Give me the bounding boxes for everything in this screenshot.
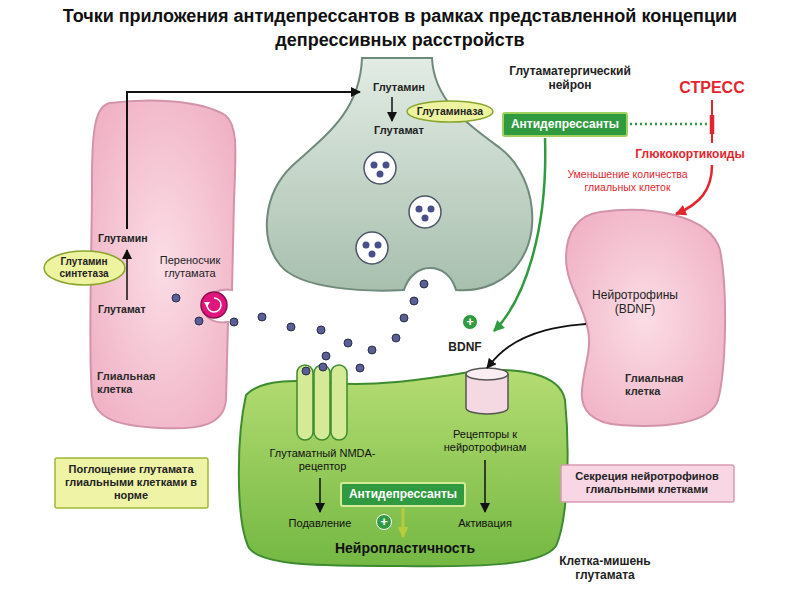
text-frame: Активация xyxy=(445,517,525,530)
text-frame: Глиальная клетка xyxy=(625,372,705,398)
transport-arrow xyxy=(487,324,586,368)
neuron-body: Глутаматергический нейронГлутаминаза xyxy=(262,58,542,292)
text-frame: Глутаматергический нейрон xyxy=(495,64,645,93)
text-frame: Нейротрофины (BDNF) xyxy=(585,288,685,317)
text-frame: Глюкокортикоиды xyxy=(630,147,750,161)
note-box-shape xyxy=(561,465,734,502)
stimulation-arrow xyxy=(402,508,405,537)
text-frame: Нейропластичность xyxy=(320,540,490,557)
effect-label: Уменьшение количества глиальных клеток xyxy=(545,168,710,193)
effect-label: Подавление xyxy=(280,517,360,530)
node-text: Антидепрессанты xyxy=(348,487,458,501)
text-frame: Поглощение глутамата глиальными клетками… xyxy=(61,463,202,503)
node-text: Клетка-мишень глутамата xyxy=(545,554,665,583)
enzyme-ellipse-shape xyxy=(407,101,493,122)
node-text: Глутаматергический нейрон xyxy=(495,64,645,93)
enzyme-ellipse: Глутамин синтетаза xyxy=(43,250,126,286)
text-frame: Глутамат xyxy=(98,303,158,316)
note-box: Секреция нейротрофинов глиальными клетка… xyxy=(560,464,735,503)
molecule-label: Глутамин xyxy=(368,81,430,94)
text-frame: Переносчик глутамата xyxy=(150,254,230,280)
molecule-label: Глутамат xyxy=(368,124,430,137)
synaptic-vesicle xyxy=(364,152,396,184)
drug-box-shape xyxy=(341,483,465,506)
node-text: Глиальная клетка xyxy=(97,370,177,396)
text-frame: Клетка-мишень глутамата xyxy=(545,554,665,583)
node-text: + xyxy=(466,314,475,330)
text-frame: Антидепрессанты xyxy=(348,487,458,501)
plus-badge-shape xyxy=(377,515,392,530)
text-frame: Глутаминаза xyxy=(416,105,484,118)
node-text: Глутаминаза xyxy=(416,105,484,118)
neuron-body-outline xyxy=(262,58,542,292)
synaptic-vesicle xyxy=(356,232,388,264)
text-frame: BDNF xyxy=(440,340,490,354)
text-frame: Рецепторы к нейротрофинам xyxy=(425,428,545,454)
text-frame: + xyxy=(466,314,475,330)
diagram-title: Точки приложения антидепрессантов в рамк… xyxy=(5,4,795,52)
drug-box: Антидепрессанты xyxy=(340,482,466,507)
text-frame: Секреция нейротрофинов глиальными клетка… xyxy=(567,470,728,496)
effect-label: Активация xyxy=(445,517,525,530)
inhibition-line xyxy=(630,123,709,126)
text-frame: Глиальная клетка xyxy=(97,370,177,396)
target-cell-outline xyxy=(234,362,572,570)
molecule-label: Глутамат xyxy=(98,303,158,316)
node-text: Глиальная клетка xyxy=(625,372,705,398)
reaction-arrow xyxy=(391,97,393,121)
text-frame: Глутамин xyxy=(98,232,158,245)
target-cell: Клетка-мишень глутаматаАнтидепрессанты+ xyxy=(234,362,572,570)
drug-box-shape xyxy=(503,113,627,136)
molecule-label: BDNF xyxy=(440,340,490,354)
glutamate-molecule xyxy=(172,280,428,375)
nmda-receptor xyxy=(297,365,347,440)
plus-badge: + xyxy=(376,514,392,530)
node-text: Антидепрессанты xyxy=(510,117,620,131)
target-cell-shape xyxy=(239,370,568,566)
text-frame: СТРЕСС xyxy=(667,78,757,97)
note-box: Поглощение глутамата глиальными клетками… xyxy=(54,457,209,509)
reaction-arrow xyxy=(126,250,128,300)
note-box-shape xyxy=(55,458,208,508)
text-frame: Глутамин xyxy=(368,81,430,94)
part-label: Глутаматный NMDA-рецептор xyxy=(250,447,395,473)
text-frame: Уменьшение количества глиальных клеток xyxy=(545,168,710,193)
signal-arrow xyxy=(319,478,321,512)
text-frame: Антидепрессанты xyxy=(510,117,620,131)
glial-cell: Нейротрофины (BDNF) Глиальная клетка xyxy=(560,205,730,433)
text-frame: + xyxy=(380,514,389,530)
enzyme-ellipse-shape xyxy=(44,251,125,285)
transport-line xyxy=(126,100,128,229)
part-label: Переносчик глутамата xyxy=(150,254,230,280)
neurotrophin-receptor xyxy=(466,368,508,414)
part-label: Рецепторы к нейротрофинам xyxy=(425,428,545,454)
stress-line xyxy=(711,100,713,143)
glutamate-transporter xyxy=(201,292,227,318)
node-text: + xyxy=(380,514,389,530)
molecule-label: Глутамин xyxy=(98,232,158,245)
text-frame: Глутаматный NMDA-рецептор xyxy=(250,447,395,473)
glial-cell-outline xyxy=(560,205,730,433)
stress-label: СТРЕСС xyxy=(667,78,757,97)
drug-box: Антидепрессанты xyxy=(502,112,628,137)
stimulation-arrow xyxy=(494,138,545,331)
signal-arrow xyxy=(484,460,486,512)
enzyme-ellipse: Глутаминаза xyxy=(406,100,494,123)
text-frame: Подавление xyxy=(280,517,360,530)
plus-badge-shape xyxy=(463,315,478,330)
text-frame: Глутамин синтетаза xyxy=(53,256,116,280)
glial-cell-shape xyxy=(566,210,725,426)
node-text: Глутамин синтетаза xyxy=(53,256,116,280)
inhibition-bar xyxy=(710,115,715,134)
transport-arrow xyxy=(127,92,360,101)
outcome-label: Нейропластичность xyxy=(320,540,490,557)
node-text: Нейротрофины (BDNF) xyxy=(585,288,685,317)
text-frame: Глутамат xyxy=(368,124,430,137)
node-text: Поглощение глутамата глиальными клетками… xyxy=(61,463,202,503)
plus-badge: + xyxy=(462,314,478,330)
synaptic-vesicle xyxy=(409,196,441,228)
node-text: Секреция нейротрофинов глиальными клетка… xyxy=(567,470,728,496)
title-frame: Точки приложения антидепрессантов в рамк… xyxy=(5,4,795,52)
hormone-label: Глюкокортикоиды xyxy=(630,147,750,161)
